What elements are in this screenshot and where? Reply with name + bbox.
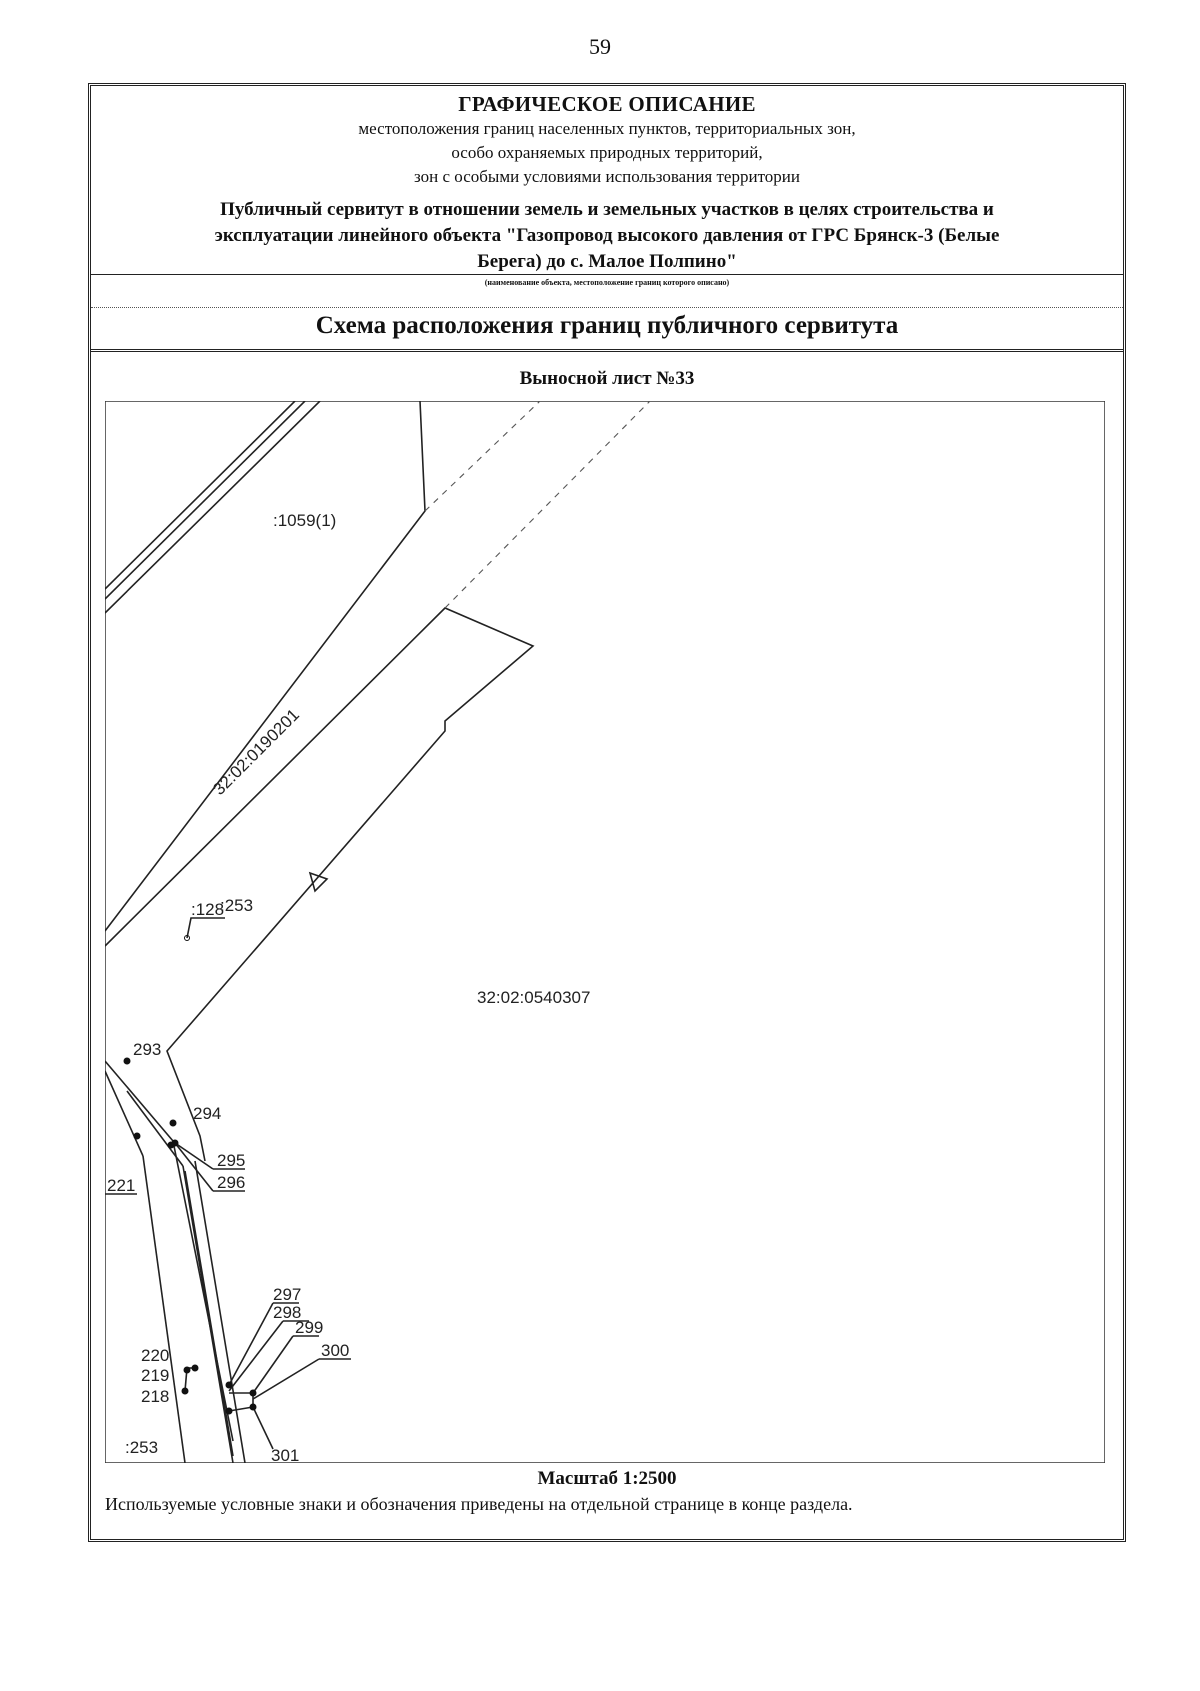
page-number: 59 xyxy=(589,34,611,59)
point-299 xyxy=(249,1389,257,1397)
quarter-label-0190201: 32:02:0190201 xyxy=(209,705,303,799)
point-220 xyxy=(191,1364,199,1372)
point-label-220: 220 xyxy=(141,1346,169,1365)
point-294 xyxy=(169,1119,177,1127)
parcel-1059-boundary xyxy=(105,401,426,932)
point-218 xyxy=(181,1387,189,1395)
leader-295 xyxy=(174,1142,214,1170)
scheme-title: Схема расположения границ публичного сер… xyxy=(315,312,899,339)
parcel-label-128: :128 xyxy=(191,900,224,919)
boundary-line-c xyxy=(105,1060,174,1142)
point-label-293: 293 xyxy=(133,1040,161,1059)
document-frame: ГРАФИЧЕСКОЕ ОПИСАНИЕ местоположения гран… xyxy=(88,83,1126,1542)
point-label-296: 296 xyxy=(217,1173,245,1192)
servitude-dashed-2 xyxy=(444,401,651,609)
boundary-line-h xyxy=(194,1160,246,1463)
subtitle-line-2: особо охраняемых природных территорий, xyxy=(451,143,763,162)
legend-note: Используемые условные знаки и обозначени… xyxy=(105,1494,853,1514)
leader-301 xyxy=(252,1406,274,1450)
boundary-line-g xyxy=(184,1170,234,1457)
point-label-298: 298 xyxy=(273,1303,301,1322)
small-pointer xyxy=(186,917,225,939)
road-line-3 xyxy=(105,401,321,614)
parcel-label-253-bottom: :253 xyxy=(125,1438,158,1457)
leader-296 xyxy=(174,1142,214,1192)
point-label-294: 294 xyxy=(193,1104,221,1123)
point-297 xyxy=(225,1381,233,1389)
subtitle-line-1: местоположения границ населенных пунктов… xyxy=(358,119,856,138)
header-rule xyxy=(91,274,1123,275)
map-border xyxy=(105,401,1105,1463)
object-description: Публичный сервитут в отношении земель и … xyxy=(91,197,1123,275)
leader-300 xyxy=(252,1358,320,1400)
leader-299 xyxy=(252,1335,294,1394)
point-label-221: 221 xyxy=(107,1176,135,1195)
point-label-300: 300 xyxy=(321,1341,349,1360)
road-line-2 xyxy=(105,401,306,600)
boundary-line-e xyxy=(105,1070,144,1157)
boundary-map: :1059(1) 32:02:0190201 :253 :128 32:02:0… xyxy=(105,401,1105,1463)
boundary-line-d xyxy=(172,1140,234,1442)
point-296 xyxy=(167,1141,175,1149)
document-header: ГРАФИЧЕСКОЕ ОПИСАНИЕ местоположения гран… xyxy=(91,86,1123,352)
point-label-297: 297 xyxy=(273,1285,301,1304)
point-300 xyxy=(249,1403,257,1411)
point-293 xyxy=(123,1057,131,1065)
point-label-218: 218 xyxy=(141,1387,169,1406)
point-label-295: 295 xyxy=(217,1151,245,1170)
servitude-dashed-1 xyxy=(424,401,541,512)
road-line-1 xyxy=(105,401,296,590)
object-line-2: эксплуатации линейного объекта "Газопров… xyxy=(214,225,1000,246)
dotted-rule xyxy=(91,307,1123,308)
leader-298 xyxy=(228,1320,284,1392)
point-connect-2 xyxy=(228,1406,254,1412)
parcel-label-253: :253 xyxy=(220,896,253,915)
boundary-line-a xyxy=(126,1090,184,1167)
point-298 xyxy=(225,1407,233,1415)
point-label-299: 299 xyxy=(295,1318,323,1337)
small-triangle xyxy=(308,871,329,893)
object-line-1: Публичный сервитут в отношении земель и … xyxy=(220,199,994,220)
quarter-label-0540307: 32:02:0540307 xyxy=(477,988,590,1007)
leader-297 xyxy=(228,1302,274,1386)
point-label-219: 219 xyxy=(141,1366,169,1385)
point-128-marker xyxy=(184,935,190,941)
subtitle-line-3: зон с особыми условиями использования те… xyxy=(414,167,800,186)
object-line-3: Берега) до с. Малое Полпино" xyxy=(477,251,737,272)
object-caption: (наименование объекта, местоположение гр… xyxy=(484,278,730,287)
point-221 xyxy=(133,1132,141,1140)
parcel-label-1059: :1059(1) xyxy=(273,511,336,530)
parcel-253-boundary xyxy=(105,607,535,1162)
point-label-301: 301 xyxy=(271,1446,299,1463)
point-219 xyxy=(183,1366,191,1374)
map-scale: Масштаб 1:2500 xyxy=(537,1468,677,1489)
double-rule xyxy=(91,349,1123,352)
document-title: ГРАФИЧЕСКОЕ ОПИСАНИЕ xyxy=(458,92,756,116)
sheet-title: Выносной лист №33 xyxy=(519,368,695,389)
boundary-line-f xyxy=(142,1155,186,1463)
